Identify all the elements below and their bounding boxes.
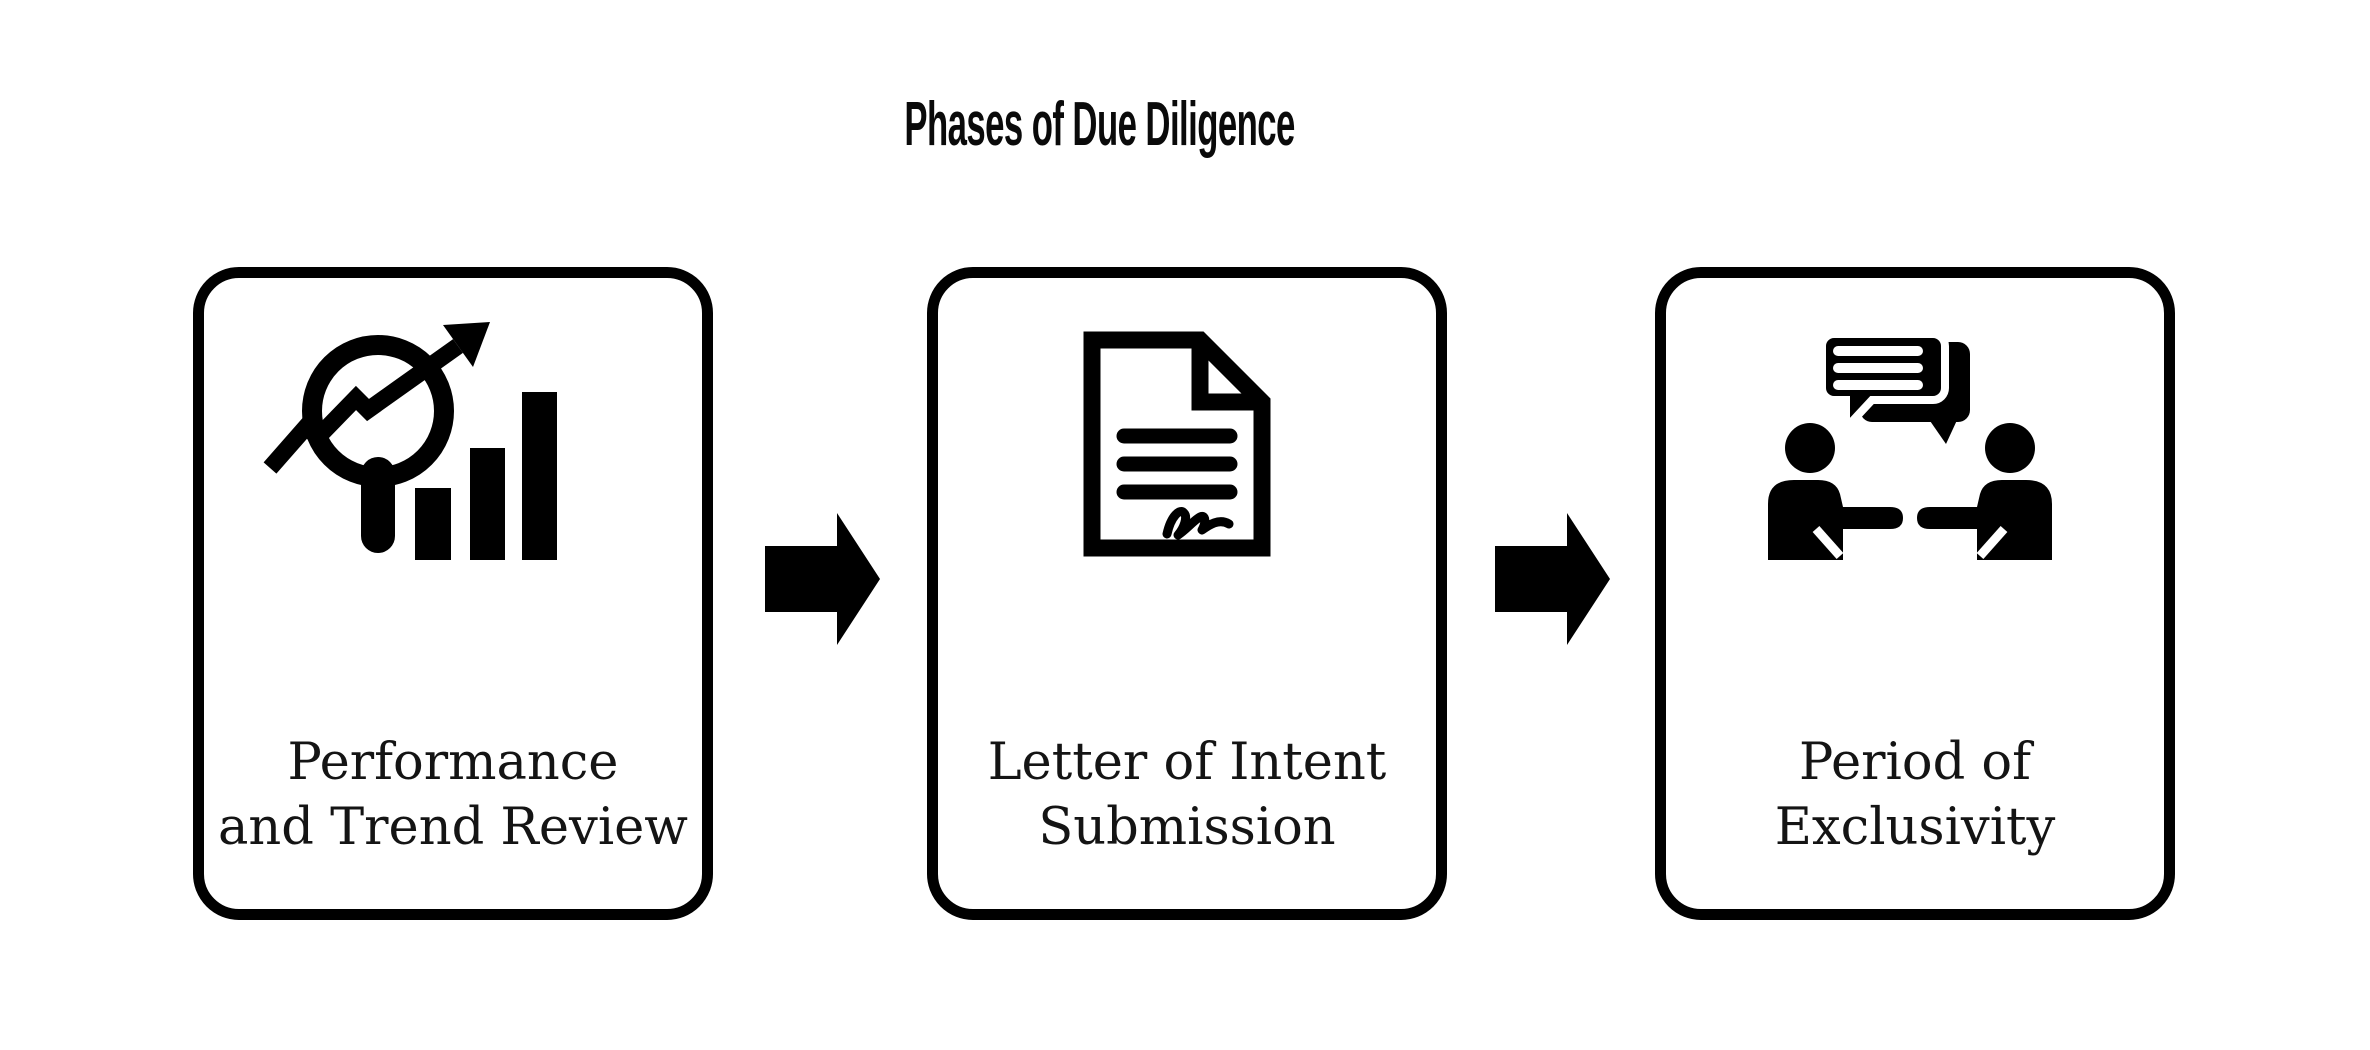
phase-label-line: Period of [1798,733,2032,792]
phase-label: Letter of Intent Submission [938,730,1436,860]
phase-label-line: and Trend Review [218,798,688,857]
phase-card-letter-of-intent: Letter of Intent Submission [927,267,1447,920]
phase-label-line: Submission [1038,798,1336,857]
phase-label: Performance and Trend Review [204,730,702,860]
right-block-arrow-icon [1495,513,1610,645]
phase-label: Period of Exclusivity [1666,730,2164,860]
diagram-title-text: Phases of Due Diligence [904,90,1296,159]
phase-card-period-of-exclusivity: Period of Exclusivity [1655,267,2175,920]
diagram-title: Phases of Due Diligence [0,92,2200,158]
signed-document-icon [1072,330,1282,558]
phase-label-line: Letter of Intent [987,733,1387,792]
phase-card-performance-review: Performance and Trend Review [193,267,713,920]
magnifier-trend-chart-icon [240,310,575,560]
two-people-conversation-icon [1760,330,2060,560]
phase-label-line: Exclusivity [1774,798,2056,857]
phase-label-line: Performance [287,733,619,792]
right-block-arrow-icon [765,513,880,645]
